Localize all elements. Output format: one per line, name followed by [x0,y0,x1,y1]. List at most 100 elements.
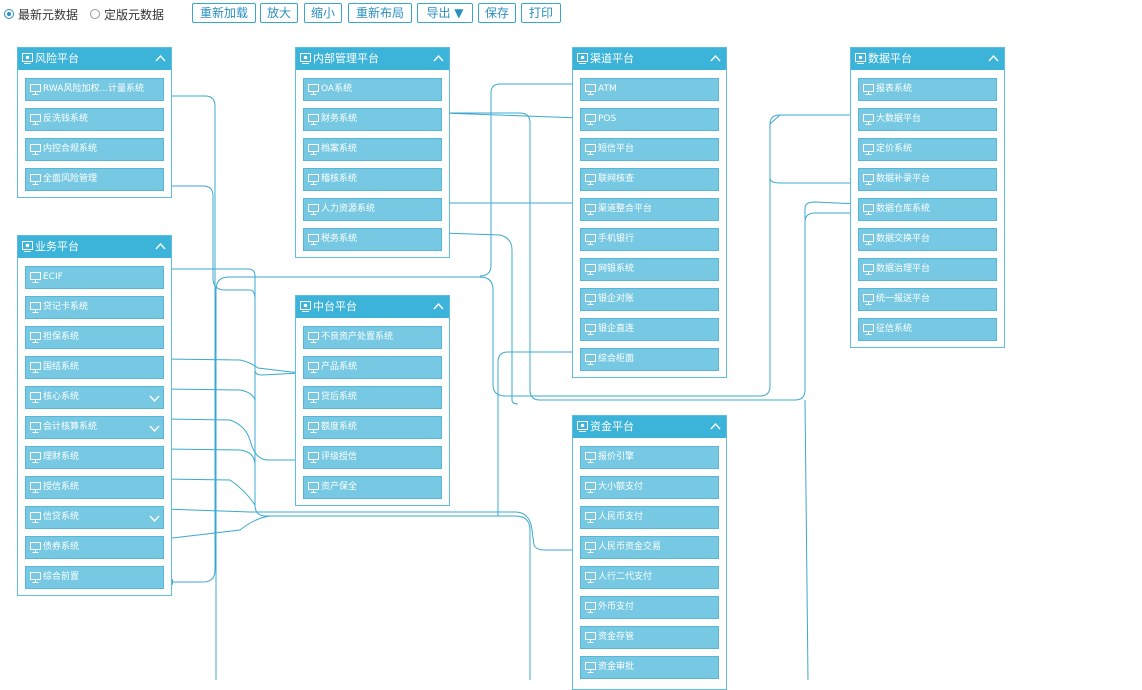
relayout-button[interactable]: 重新布局 [348,3,412,23]
system-item-rmb-trading[interactable]: 人民币资金交易 [580,536,719,559]
zoom-in-button[interactable]: 放大 [260,3,298,23]
monitor-icon [585,264,596,275]
monitor-icon [585,662,596,673]
item-label: 统一报送平台 [876,294,931,304]
system-item-oa[interactable]: OA系统 [303,78,442,101]
panel-header[interactable]: 风险平台 [18,48,171,70]
system-item-data-exchange[interactable]: 数据交换平台 [858,228,997,251]
radio-latest-dot[interactable] [4,9,14,19]
system-item-credit-reference[interactable]: 征信系统 [858,318,997,341]
system-item-reconciliation[interactable]: 银企对账 [580,288,719,311]
link-line [804,399,809,680]
panel-header[interactable]: 数据平台 [851,48,1004,70]
radio-final-metadata[interactable]: 定版元数据 [90,7,164,22]
system-item-big-data[interactable]: 大数据平台 [858,108,997,131]
monitor-icon [585,204,596,215]
system-item-quota[interactable]: 额度系统 [303,416,442,439]
system-item-compliance[interactable]: 内控合规系统 [25,138,164,161]
item-label: 人民币资金交易 [598,542,662,552]
system-item-guarantee[interactable]: 担保系统 [25,326,164,349]
system-item-mobile-banking[interactable]: 手机银行 [580,228,719,251]
item-label: 人民币支付 [598,512,644,522]
system-item-bond[interactable]: 债券系统 [25,536,164,559]
export-button[interactable]: 导出 ▼ [417,3,473,23]
panel-title: 渠道平台 [590,52,634,65]
system-item-credit-grant[interactable]: 授信系统 [25,476,164,499]
system-item-intl-settlement[interactable]: 国结系统 [25,356,164,379]
system-item-fx-payment[interactable]: 外币支付 [580,596,719,619]
system-item-front-end[interactable]: 综合前置 [25,566,164,589]
chevron-up-icon[interactable] [988,53,999,64]
panel-header[interactable]: 内部管理平台 [296,48,449,70]
panel-header[interactable]: 渠道平台 [573,48,726,70]
system-item-wealth[interactable]: 理财系统 [25,446,164,469]
system-item-rmb-payment[interactable]: 人民币支付 [580,506,719,529]
system-item-report[interactable]: 报表系统 [858,78,997,101]
system-item-npa[interactable]: 不良资产处置系统 [303,326,442,349]
system-item-sms[interactable]: 短信平台 [580,138,719,161]
system-item-approval[interactable]: 资金审批 [580,656,719,679]
system-item-counter[interactable]: 综合柜面 [580,348,719,371]
system-item-audit[interactable]: 稽核系统 [303,168,442,191]
panel-header[interactable]: 业务平台 [18,236,171,258]
system-item-pricing[interactable]: 定价系统 [858,138,997,161]
system-item-core[interactable]: 核心系统 [25,386,164,409]
system-item-pboc-payment[interactable]: 人行二代支付 [580,566,719,589]
system-item-asset-protection[interactable]: 资产保全 [303,476,442,499]
system-item-quote-engine[interactable]: 报价引擎 [580,446,719,469]
chevron-up-icon[interactable] [433,301,444,312]
save-button[interactable]: 保存 [478,3,516,23]
system-item-data-warehouse[interactable]: 数据仓库系统 [858,198,997,221]
monitor-icon [308,204,319,215]
link-line [163,448,256,505]
monitor-icon [308,144,319,155]
system-item-post-loan[interactable]: 贷后系统 [303,386,442,409]
print-button[interactable]: 打印 [521,3,561,23]
system-item-risk-mgmt[interactable]: 全面风险管理 [25,168,164,191]
item-label: 资产保全 [321,482,358,492]
system-item-payment[interactable]: 大小额支付 [580,476,719,499]
system-item-id-check[interactable]: 联网核查 [580,168,719,191]
item-label: 银企对账 [598,294,635,304]
system-item-online-banking[interactable]: 网银系统 [580,258,719,281]
chevron-down-icon[interactable] [149,423,160,433]
system-item-pos[interactable]: POS [580,108,719,131]
chevron-down-icon[interactable] [149,513,160,523]
chevron-up-icon[interactable] [155,53,166,64]
system-item-tax[interactable]: 税务系统 [303,228,442,251]
system-item-archive[interactable]: 档案系统 [303,138,442,161]
system-item-loan[interactable]: 信贷系统 [25,506,164,529]
system-item-atm[interactable]: ATM [580,78,719,101]
radio-final-dot[interactable] [90,9,100,19]
chevron-up-icon[interactable] [710,421,721,432]
monitor-icon [30,392,41,403]
system-item-hr[interactable]: 人力资源系统 [303,198,442,221]
system-item-channel-integration[interactable]: 渠道整合平台 [580,198,719,221]
system-item-aml[interactable]: 反洗钱系统 [25,108,164,131]
panel-header[interactable]: 资金平台 [573,416,726,438]
system-item-accounting[interactable]: 会计核算系统 [25,416,164,439]
chevron-up-icon[interactable] [155,241,166,252]
monitor-icon [585,294,596,305]
system-item-product[interactable]: 产品系统 [303,356,442,379]
system-item-data-governance[interactable]: 数据治理平台 [858,258,997,281]
system-item-credit-card[interactable]: 贷记卡系统 [25,296,164,319]
system-item-rating[interactable]: 评级授信 [303,446,442,469]
system-item-finance[interactable]: 财务系统 [303,108,442,131]
system-item-direct-connect[interactable]: 银企直连 [580,318,719,341]
reload-button[interactable]: 重新加载 [192,3,256,23]
item-label: OA系统 [321,84,353,94]
zoom-out-button[interactable]: 缩小 [304,3,342,23]
panel-header[interactable]: 中台平台 [296,296,449,318]
system-item-data-entry[interactable]: 数据补录平台 [858,168,997,191]
system-item-unified-reporting[interactable]: 统一报送平台 [858,288,997,311]
chevron-up-icon[interactable] [710,53,721,64]
monitor-icon [585,602,596,613]
system-item-custody[interactable]: 资金存管 [580,626,719,649]
chevron-up-icon[interactable] [433,53,444,64]
radio-latest-metadata[interactable]: 最新元数据 [4,7,78,22]
monitor-icon [585,174,596,185]
chevron-down-icon[interactable] [149,393,160,403]
system-item-ecif[interactable]: ECIF [25,266,164,289]
system-item-rwa[interactable]: RWA风险加权...计量系统 [25,78,164,101]
